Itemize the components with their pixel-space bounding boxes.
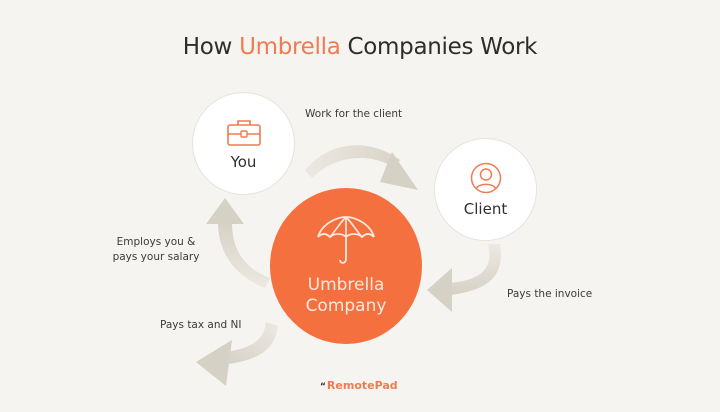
node-you-label: You — [230, 152, 257, 171]
title-suffix: Companies Work — [340, 34, 538, 60]
caption-employs-line2: pays your salary — [112, 251, 200, 263]
node-you: You — [192, 92, 295, 195]
user-icon — [470, 162, 501, 193]
arrow-employs-icon — [206, 198, 270, 288]
caption-employs: Employs you & pays your salary — [108, 235, 204, 265]
node-client: Client — [434, 138, 537, 241]
umbrella-label-line2: Company — [305, 296, 387, 316]
caption-pays-invoice: Pays the invoice — [507, 288, 593, 300]
arrow-work-icon — [305, 145, 418, 190]
brand-mark-icon: “ — [320, 382, 326, 392]
arrow-invoice-icon — [427, 244, 501, 312]
node-umbrella-company: Umbrella Company — [270, 188, 422, 344]
brand-logo: “RemotePad — [320, 379, 398, 392]
arrow-tax-icon — [196, 322, 278, 386]
caption-work-for-client: Work for the client — [305, 108, 403, 120]
caption-pays-tax: Pays tax and NI — [160, 319, 242, 331]
umbrella-icon — [317, 216, 375, 264]
node-client-label: Client — [463, 199, 508, 218]
brand-name: RemotePad — [326, 379, 398, 392]
node-umbrella-label: Umbrella Company — [306, 275, 387, 317]
title-prefix: How — [182, 34, 240, 60]
umbrella-label-line1: Umbrella — [307, 275, 385, 295]
page-title: How Umbrella Companies Work — [0, 34, 720, 60]
caption-employs-line1: Employs you & — [116, 236, 196, 248]
title-accent: Umbrella — [239, 34, 341, 60]
briefcase-icon — [226, 119, 261, 146]
